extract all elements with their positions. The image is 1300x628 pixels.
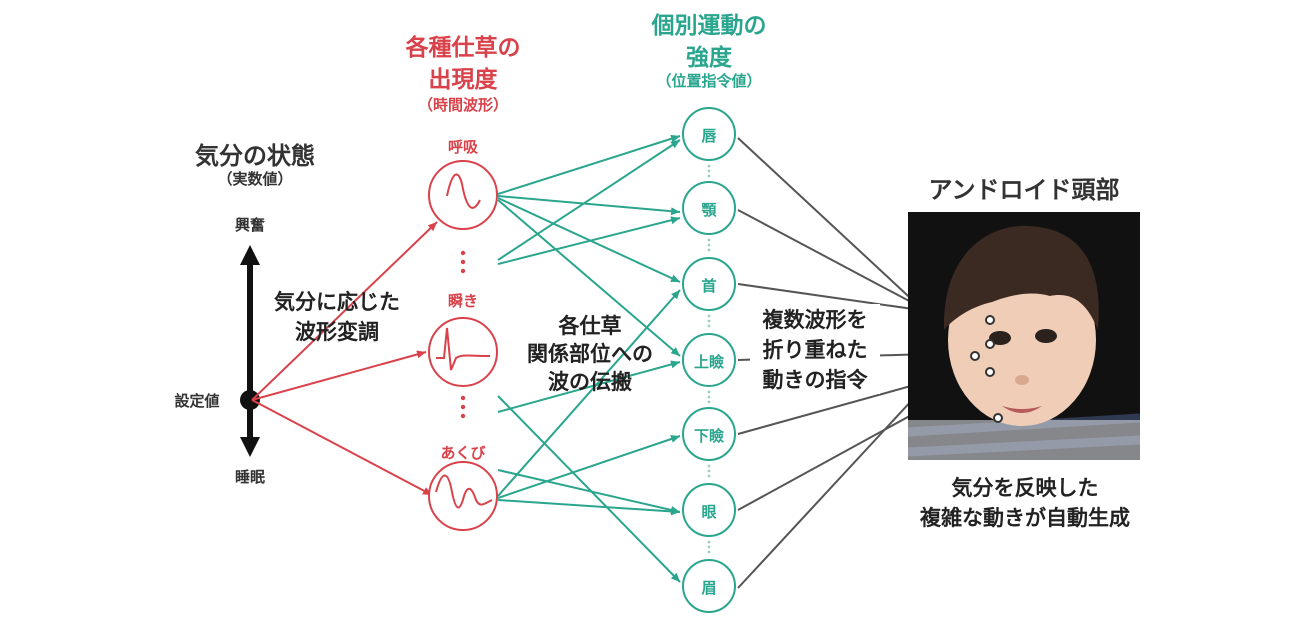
face-points bbox=[970, 315, 1003, 423]
mood-scale-arrow bbox=[240, 245, 260, 457]
gesture-subtitle: （時間波形） bbox=[417, 96, 508, 114]
command-label-line2: 折り重ねた bbox=[750, 334, 880, 364]
motion-node-jaw: 顎 bbox=[701, 201, 717, 219]
mood-title: 気分の状態 bbox=[195, 142, 315, 170]
motion-title-line1: 個別運動の bbox=[651, 13, 767, 39]
modulation-label-line1: 気分に応じた bbox=[274, 290, 400, 314]
motion-node-lower-eyelid: 下瞼 bbox=[693, 427, 724, 445]
mood-bottom-label: 睡眠 bbox=[234, 468, 265, 486]
gesture-title-line1: 各種仕草の bbox=[405, 35, 521, 61]
motion-subtitle: （位置指令値） bbox=[656, 72, 762, 90]
android-caption-line2: 複雑な動きが自動生成 bbox=[920, 506, 1130, 530]
gesture-label-breathing: 呼吸 bbox=[447, 138, 478, 156]
motion-node-eyebrows: 眉 bbox=[701, 579, 717, 597]
gesture-nodes bbox=[428, 160, 498, 531]
mood-subtitle: （実数値） bbox=[217, 170, 293, 188]
propagation-label-line1: 各仕草 bbox=[558, 314, 622, 338]
yawn-waveform bbox=[435, 474, 493, 509]
blink-waveform bbox=[436, 327, 491, 371]
mood-set-label: 設定値 bbox=[174, 392, 220, 410]
motion-node-lips: 唇 bbox=[701, 127, 717, 145]
android-title: アンドロイド頭部 bbox=[928, 176, 1120, 204]
propagation-label-line3: 波の伝搬 bbox=[548, 370, 632, 394]
propagation-arrows bbox=[497, 134, 681, 583]
mood-top-label: 興奮 bbox=[234, 216, 265, 234]
set-value-dot bbox=[240, 390, 260, 410]
android-caption-line1: 気分を反映した bbox=[951, 476, 1099, 500]
motion-nodes bbox=[682, 107, 736, 613]
motion-node-upper-eyelid: 上瞼 bbox=[693, 353, 724, 371]
motion-title-line2: 強度 bbox=[686, 45, 732, 71]
command-label-line3: 動きの指令 bbox=[750, 364, 880, 394]
modulation-arrows bbox=[251, 221, 438, 496]
command-label-line1: 複数波形を bbox=[750, 304, 880, 334]
motion-node-eyes: 眼 bbox=[701, 503, 717, 521]
breathing-waveform bbox=[446, 173, 481, 209]
modulation-label-line2: 波形変調 bbox=[295, 320, 379, 344]
gesture-label-blink: 瞬き bbox=[447, 292, 478, 310]
android-photo bbox=[908, 212, 1140, 460]
gesture-label-yawn: あくび bbox=[440, 444, 486, 462]
gesture-title-line2: 出現度 bbox=[428, 67, 498, 93]
propagation-label-line2: 関係部位への bbox=[527, 342, 653, 366]
motion-node-neck: 首 bbox=[701, 277, 717, 295]
